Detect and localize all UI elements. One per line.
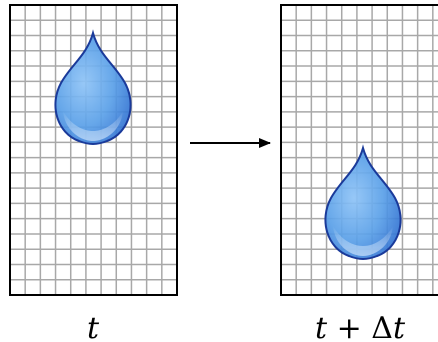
grid-border bbox=[9, 4, 178, 296]
water-droplet-t-plus-dt bbox=[324, 144, 402, 260]
water-droplet-t bbox=[54, 29, 132, 145]
grid-panel-t-plus-dt bbox=[280, 4, 438, 296]
grid-border bbox=[280, 4, 438, 296]
caption-t: t bbox=[87, 311, 100, 342]
caption-t-plus-dt: t + Δt bbox=[315, 311, 406, 342]
